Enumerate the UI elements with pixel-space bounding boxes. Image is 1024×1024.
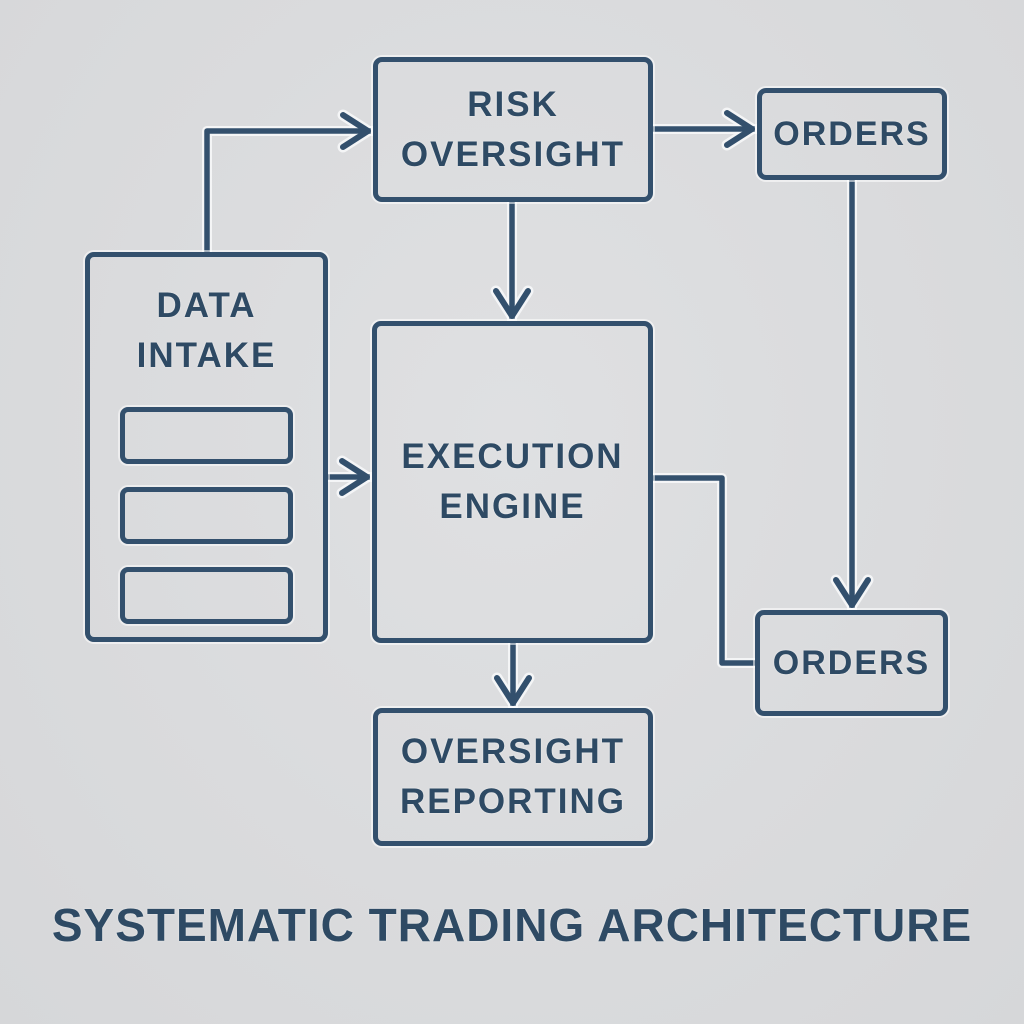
node-label: ENGINE [439, 487, 586, 526]
node-label: INTAKE [136, 336, 277, 375]
node-label: OVERSIGHT [400, 732, 626, 771]
node-data-intake: DATA INTAKE [85, 252, 328, 642]
data-intake-slot-3 [120, 567, 293, 624]
node-oversight-reporting: OVERSIGHT REPORTING [373, 708, 653, 846]
node-label: ORDERS [773, 115, 931, 153]
node-label: RISK [467, 84, 559, 124]
connector-dataintake-riskoversight [204, 112, 371, 255]
node-execution-engine: EXECUTION ENGINE [372, 321, 653, 643]
diagram-title: SYSTEMATIC TRADING ARCHITECTURE [51, 899, 973, 951]
node-label: OVERSIGHT [400, 134, 626, 174]
connector-dataintake-riskoversight-halo [202, 109, 374, 257]
connector-execution-ordersbottom [650, 475, 758, 666]
node-orders-bottom: ORDERS [755, 610, 948, 716]
data-intake-slot-2 [120, 487, 293, 544]
node-label: DATA [156, 286, 257, 325]
connector-execution-ordersbottom-halo [648, 473, 760, 668]
node-label: REPORTING [399, 782, 627, 821]
node-label: EXECUTION [401, 437, 624, 476]
node-label: ORDERS [772, 644, 931, 682]
node-risk-oversight: RISK OVERSIGHT [373, 57, 653, 202]
node-orders-top: ORDERS [757, 88, 947, 180]
node-label-block: DATA INTAKE [137, 281, 277, 381]
data-intake-slot-1 [120, 407, 293, 464]
